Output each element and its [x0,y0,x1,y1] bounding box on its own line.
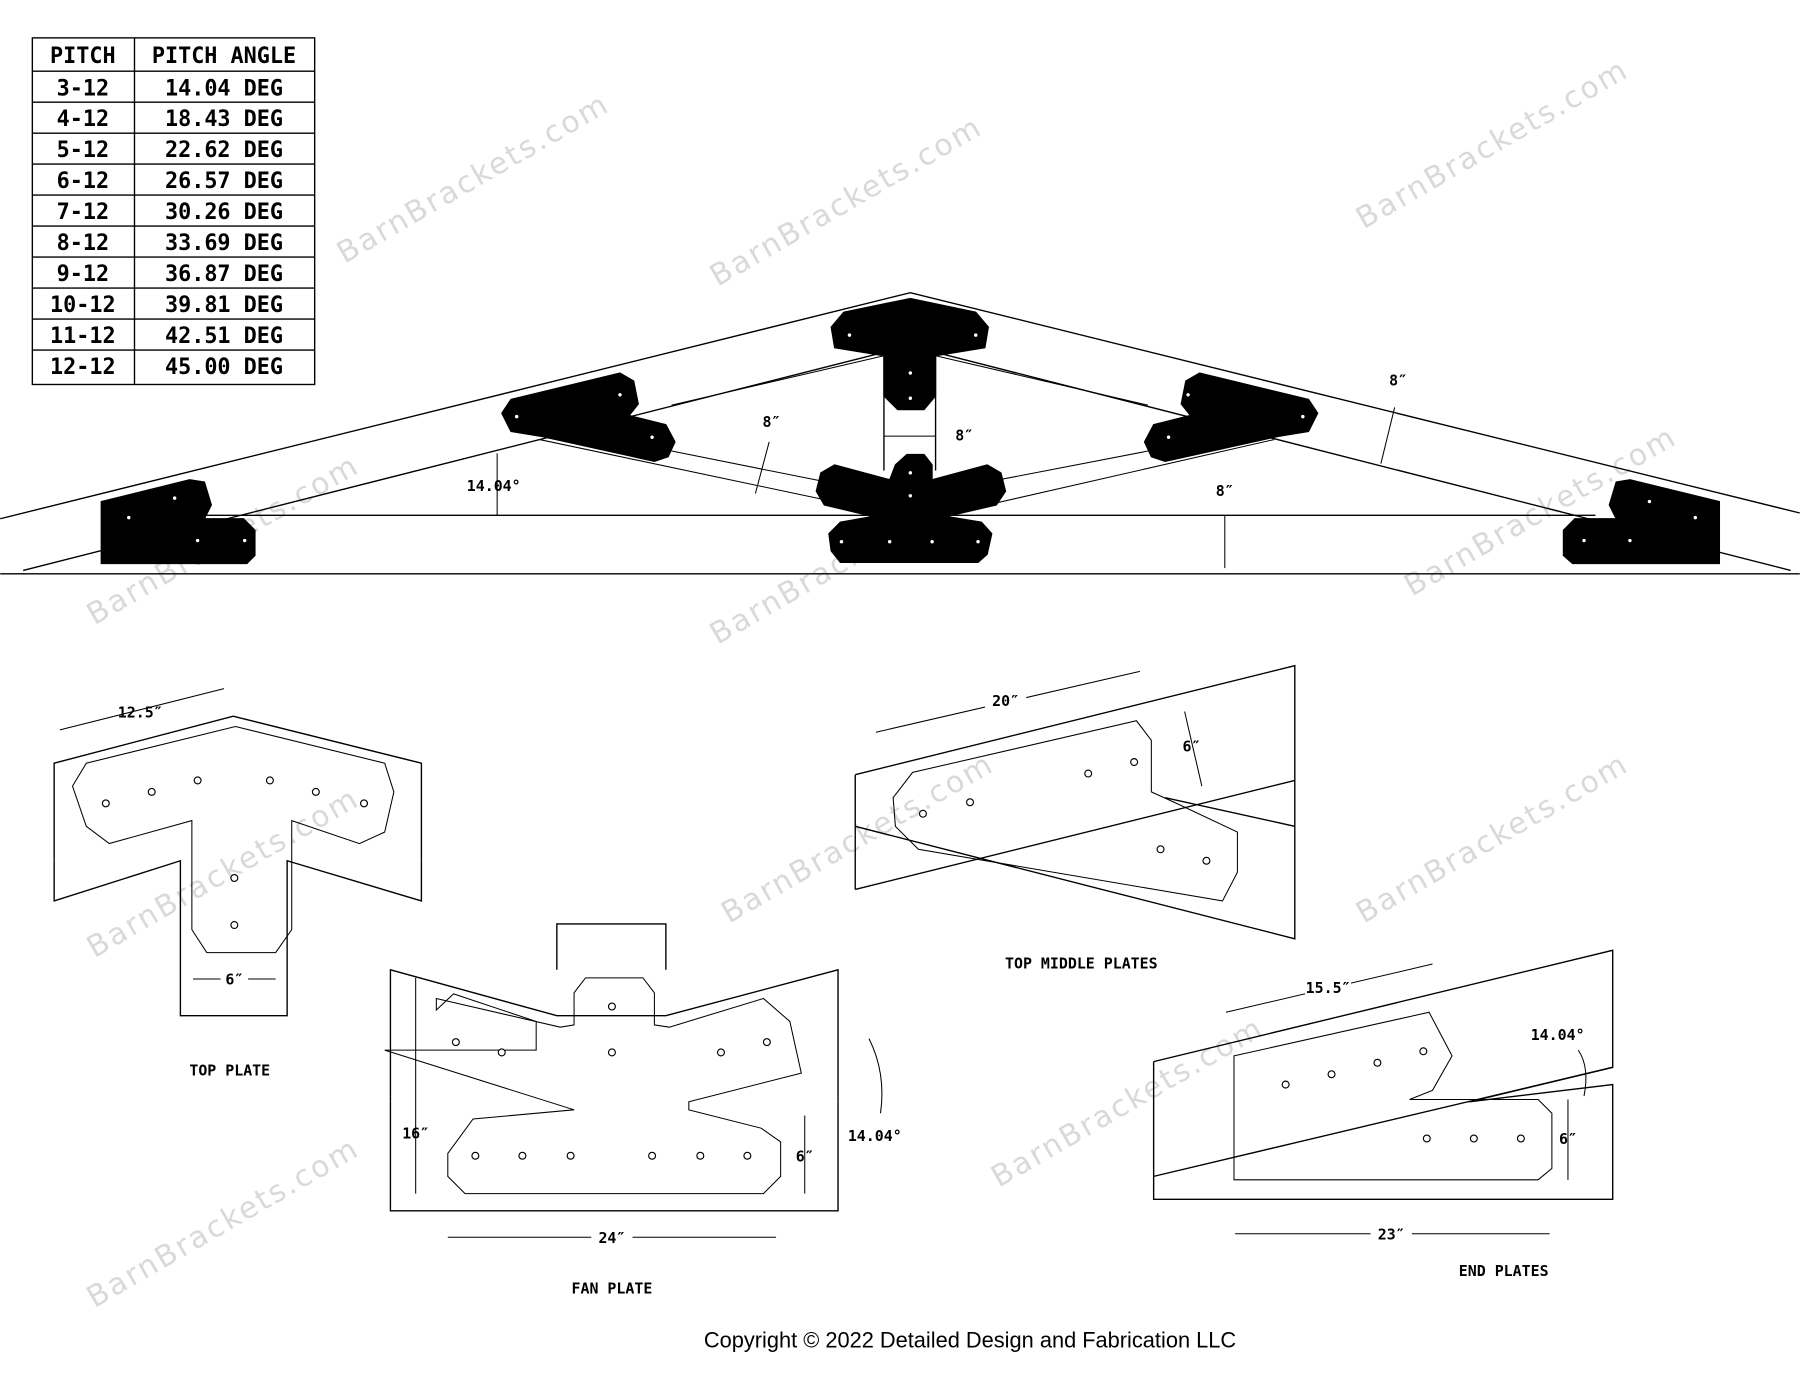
top-middle-plate-left [501,372,676,462]
rafter-depth-label: 8″ [1389,372,1407,390]
post-width-label: 8″ [955,427,973,445]
pitch-cell: 4-12 [57,107,109,132]
pitch-angle-cell: 30.26 DEG [165,200,283,225]
truss-elevation: 14.04° 8″ 8″ 8″ 8″ [0,291,1800,575]
top-middle-length-label: 20″ [992,692,1019,710]
end-plate-angle-label: 14.04° [1531,1026,1585,1044]
chord-depth-label: 8″ [1216,482,1234,500]
pitch-cell: 12-12 [50,355,116,380]
pitch-cell: 5-12 [57,138,109,163]
fan-plate-height-label: 16″ [402,1125,429,1143]
watermark: BarnBrackets.com [1350,746,1635,931]
copyright: Copyright © 2022 Detailed Design and Fab… [704,1327,1236,1352]
holes [918,758,1211,865]
pitch-cell: 6-12 [57,169,109,194]
pitch-angle-cell: 22.62 DEG [165,138,283,163]
holes [451,1002,771,1160]
top-middle-depth-label: 6″ [1183,738,1201,756]
header-pitch: PITCH [50,44,116,69]
pitch-table: PITCH PITCH ANGLE 3-12 14.04 DEG 4-12 18.43… [31,37,316,386]
fan-plate-width-label: 24″ [598,1229,625,1247]
pitch-cell: 7-12 [57,200,109,225]
pitch-cell: 8-12 [57,231,109,256]
pitch-angle-cell: 14.04 DEG [165,76,283,101]
end-plate-right [1562,479,1721,565]
watermark: BarnBrackets.com [81,781,366,966]
fan-plate-angle-label: 14.04° [848,1127,902,1145]
end-plate-left [100,479,256,565]
watermark: BarnBrackets.com [81,1131,366,1316]
header-pitch-angle: PITCH ANGLE [152,44,296,69]
fan-plate-title: FAN PLATE [572,1279,653,1297]
pitch-angle-cell: 39.81 DEG [165,293,283,318]
pitch-angle-cell: 42.51 DEG [165,324,283,349]
watermarks: BarnBrackets.com BarnBrackets.com BarnBr… [81,52,1683,1315]
end-plate-top-label: 15.5″ [1306,979,1351,997]
top-middle-plate-right [1143,372,1319,462]
pitch-angle-cell: 18.43 DEG [165,107,283,132]
top-middle-plates-detail: 20″ 6″ TOP MIDDLE PLATES [854,664,1296,973]
top-plate-stem-label: 6″ [225,971,243,989]
watermark: BarnBrackets.com [704,109,989,294]
fan-plate [815,453,1007,563]
fan-plate-detail: 16″ 24″ 6″ 14.04° FAN PLATE [384,923,902,1297]
truss-angle-label: 14.04° [467,477,521,495]
holes [101,776,369,930]
end-plates-title: END PLATES [1459,1262,1549,1280]
top-plate-width-label: 12.5″ [118,703,163,721]
end-plate-bottom-label: 23″ [1378,1226,1405,1244]
pitch-angle-cell: 36.87 DEG [165,262,283,287]
pitch-angle-cell: 26.57 DEG [165,169,283,194]
pitch-cell: 10-12 [50,293,116,318]
holes [1281,1047,1525,1143]
web-depth-label: 8″ [762,413,780,431]
pitch-cell: 3-12 [57,76,109,101]
end-plate-depth-label: 6″ [1559,1130,1577,1148]
top-middle-title: TOP MIDDLE PLATES [1005,955,1158,973]
pitch-angle-cell: 45.00 DEG [165,355,283,380]
top-plate [830,297,989,411]
bolt-holes [127,333,1698,544]
fan-plate-leg-label: 6″ [796,1147,814,1165]
watermark: BarnBrackets.com [985,1010,1270,1195]
end-plates-detail: 15.5″ 23″ 6″ 14.04° END PLATES [1152,949,1614,1280]
pitch-cell: 11-12 [50,324,116,349]
pitch-cell: 9-12 [57,262,109,287]
top-plate-title: TOP PLATE [189,1061,270,1079]
pitch-angle-cell: 33.69 DEG [165,231,283,256]
top-plate-detail: 12.5″ 6″ TOP PLATE [53,688,423,1079]
watermark: BarnBrackets.com [1350,52,1635,237]
watermark: BarnBrackets.com [331,86,616,271]
